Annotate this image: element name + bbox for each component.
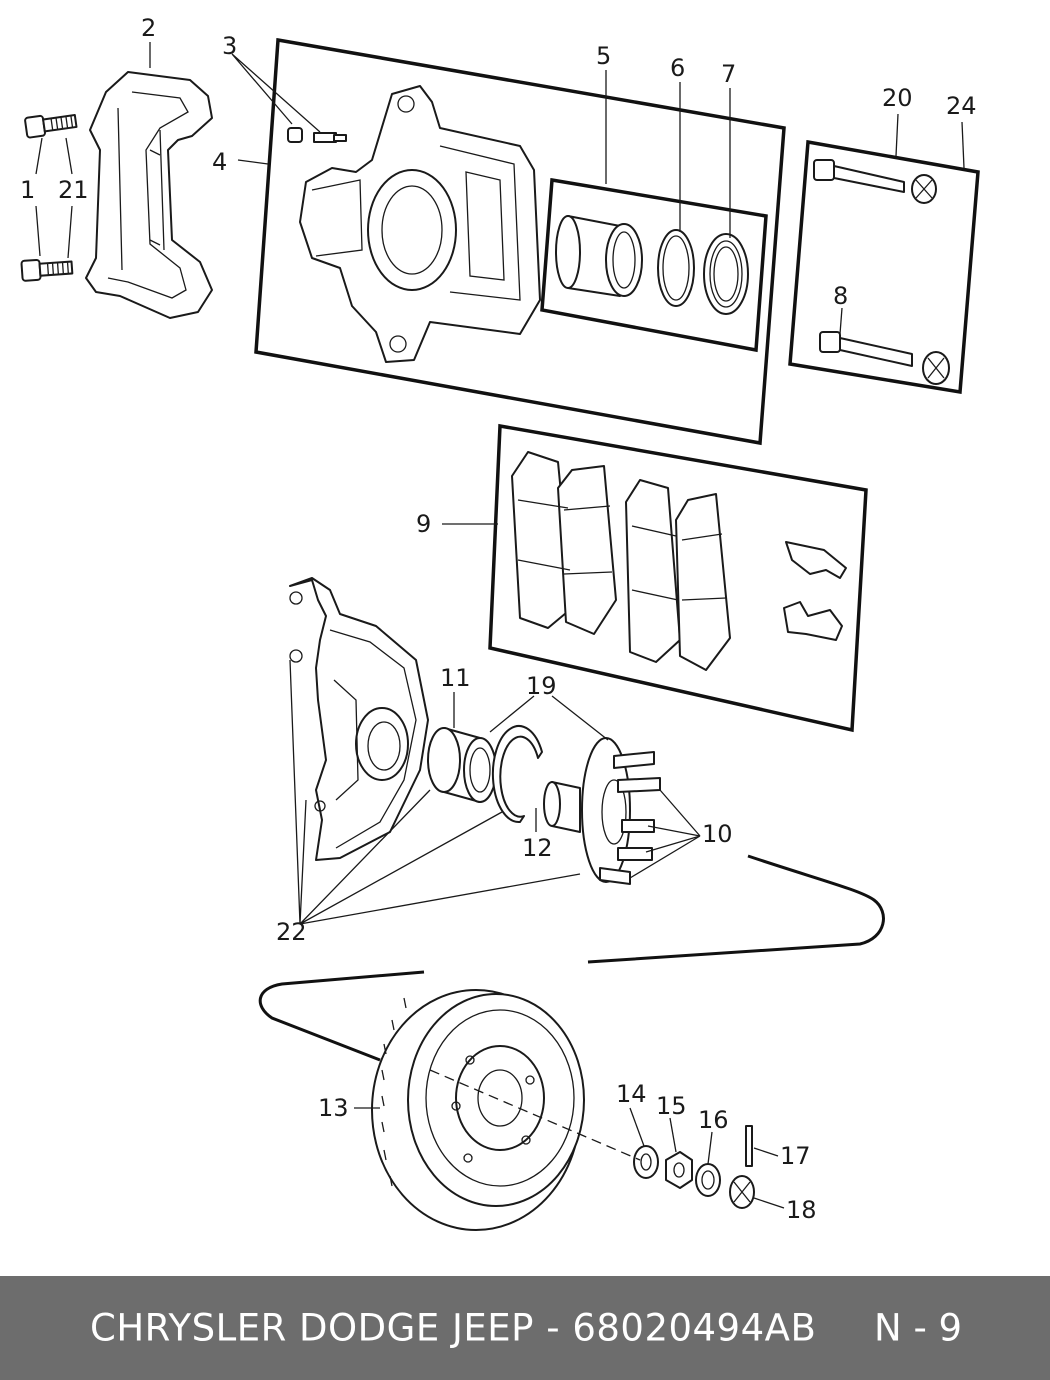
hub-fasteners [429, 1069, 755, 1209]
callout-16: 16 [698, 1106, 729, 1134]
callout-12: 12 [522, 834, 553, 862]
callout-7: 7 [721, 60, 736, 88]
caliper-piston [555, 215, 643, 297]
caliper-adapter-bracket [85, 71, 213, 319]
footer-bar: CHRYSLER DODGE JEEP - 68020494AB N - 9 [0, 1276, 1050, 1380]
callout-24: 24 [946, 92, 977, 120]
callout-3: 3 [222, 32, 237, 60]
cotter-pin [745, 1125, 753, 1167]
guide-pin-upper [813, 159, 937, 204]
leader-lines [35, 42, 965, 1209]
washer [633, 1145, 659, 1179]
guide-pin-frame [788, 139, 980, 395]
callout-13: 13 [318, 1094, 349, 1122]
assembly-flow-loop [258, 854, 885, 1062]
callout-1: 1 [20, 176, 35, 204]
wheel-bearing [427, 727, 497, 803]
hub-nut [665, 1151, 693, 1189]
callout-22: 22 [276, 918, 307, 946]
callout-labels: 2 3 4 1 21 5 6 7 20 24 8 9 11 19 12 10 2… [20, 14, 977, 1224]
nut-retainer [695, 1163, 721, 1197]
caliper-housing [299, 85, 541, 363]
callout-18: 18 [786, 1196, 817, 1224]
callout-20: 20 [882, 84, 913, 112]
callout-10: 10 [702, 820, 733, 848]
exploded-view-diagram: 2 3 4 1 21 5 6 7 20 24 8 9 11 19 12 10 2… [20, 14, 980, 1231]
callout-4: 4 [212, 148, 227, 176]
hub-flange [543, 737, 661, 885]
callout-15: 15 [656, 1092, 687, 1120]
callout-11: 11 [440, 664, 471, 692]
caliper-mount-bolts [20, 114, 78, 282]
callout-14: 14 [616, 1080, 647, 1108]
pad-clips [783, 541, 847, 641]
callout-9: 9 [416, 510, 431, 538]
piston-seal [657, 229, 695, 307]
nut-lock [729, 1175, 755, 1209]
callout-8: 8 [833, 282, 848, 310]
callout-21: 21 [58, 176, 89, 204]
callout-19: 19 [526, 672, 557, 700]
footer-part-title: CHRYSLER DODGE JEEP - 68020494AB [90, 1306, 817, 1350]
bleeder-screw [287, 127, 347, 143]
brake-pad-kit-frame [488, 423, 868, 733]
brake-rotor [371, 989, 585, 1231]
brake-pads [511, 451, 731, 671]
snap-ring [491, 725, 543, 824]
piston-dust-boot [703, 233, 749, 315]
steering-knuckle-shield [289, 577, 429, 861]
callout-5: 5 [596, 42, 611, 70]
guide-pin-lower [819, 331, 950, 385]
footer-page-number: N - 9 [874, 1306, 963, 1350]
callout-6: 6 [670, 54, 685, 82]
caliper-assembly-frame [254, 37, 786, 446]
callout-17: 17 [780, 1142, 811, 1170]
callout-2: 2 [141, 14, 156, 42]
